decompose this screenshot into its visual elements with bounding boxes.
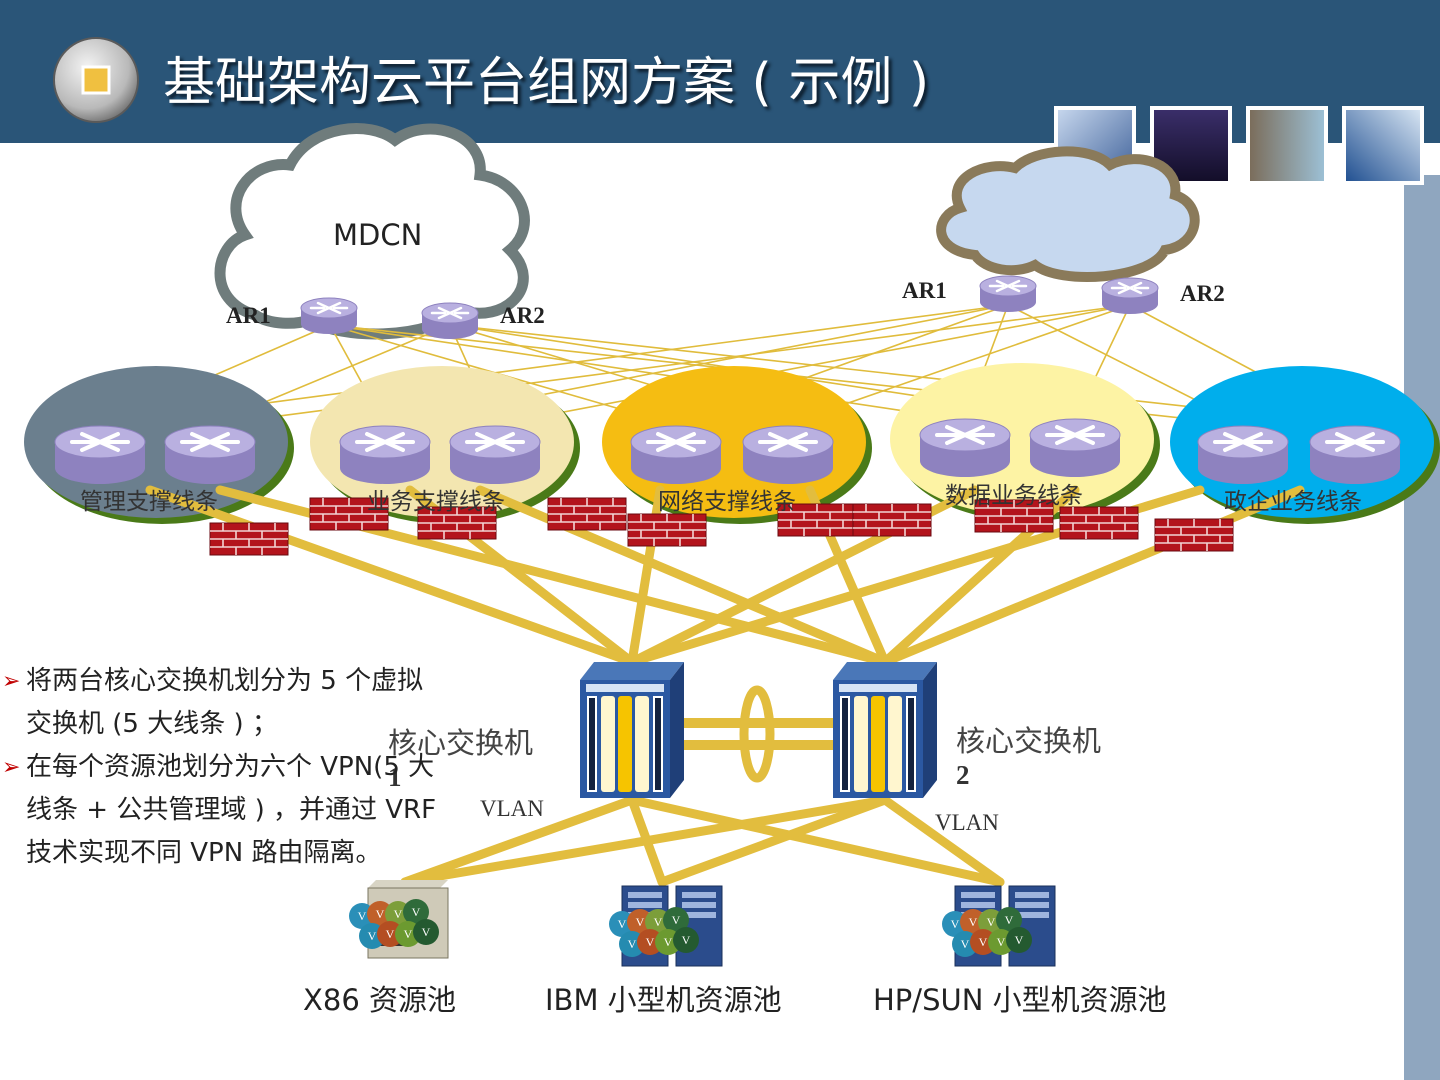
- core-switch-1-number: 1: [388, 762, 402, 792]
- firewall-icon: [852, 503, 932, 537]
- note-line: 线条 + 公共管理域 ) ，并通过 VRF: [26, 795, 437, 825]
- core-stack-link: [684, 685, 834, 783]
- ar1-label: AR1: [226, 303, 271, 328]
- core-switch-1-icon: [580, 662, 684, 798]
- pool-label-ibm: IBM 小型机资源池: [545, 983, 782, 1017]
- ar1-label: AR1: [902, 278, 947, 303]
- page-title: 基础架构云平台组网方案 ( 示例 ): [163, 53, 930, 113]
- firewall-icon: [1154, 518, 1234, 552]
- bus-router-icon: [338, 424, 432, 486]
- ar2-router-icon: [1100, 276, 1160, 316]
- core-switch-2-icon: [833, 662, 937, 798]
- external-cloud: [936, 146, 1200, 282]
- bus-router-icon: [1028, 417, 1122, 479]
- core-switch-2-label: 核心交换机: [956, 724, 1102, 758]
- bus-label-data: 数据业务线条: [945, 483, 1083, 509]
- side-accent-bar: [1404, 175, 1440, 1080]
- arrow-bullet-icon: ➢: [2, 755, 21, 780]
- bus-label-management: 管理支撑线条: [80, 489, 218, 515]
- bus-label-network: 网络支撑线条: [658, 489, 796, 515]
- core-switch-2-number: 2: [956, 760, 970, 790]
- notes-list: ➢ 将两台核心交换机划分为 5 个虚拟 交换机 (5 大线条 ) ； ➢ 在每个…: [0, 660, 470, 875]
- note-line: 在每个资源池划分为六个 VPN(5 大: [26, 752, 435, 782]
- bus-label-enterprise: 政企业务线条: [1224, 489, 1362, 515]
- ar2-label: AR2: [500, 303, 545, 328]
- bus-zone-data: [890, 363, 1160, 521]
- firewall-icon: [627, 513, 707, 547]
- ar1-router-icon: [978, 274, 1038, 314]
- bus-router-icon: [448, 424, 542, 486]
- header-photo-strip: [1054, 106, 1424, 185]
- vlan-label: VLAN: [480, 796, 544, 821]
- logo-icon: [53, 37, 139, 123]
- firewall-icon: [547, 497, 627, 531]
- note-line: 将两台核心交换机划分为 5 个虚拟: [26, 666, 424, 696]
- pool-label-x86: X86 资源池: [303, 983, 456, 1017]
- x86-pool-icon: [349, 880, 449, 959]
- core-switch-1-label: 核心交换机: [388, 726, 534, 760]
- cloud-label-mdcn: MDCN: [333, 218, 423, 252]
- ar1-router-icon: [299, 296, 359, 336]
- bus-router-icon: [1196, 424, 1290, 486]
- downlink-links: [400, 795, 1005, 887]
- bus-router-icon: [163, 424, 257, 486]
- firewall-icon: [209, 522, 289, 556]
- firewall-icon: [1059, 506, 1139, 540]
- pool-label-hpsun: HP/SUN 小型机资源池: [873, 983, 1167, 1017]
- bus-router-icon: [741, 424, 835, 486]
- note-line: 技术实现不同 VPN 路由隔离。: [26, 838, 382, 868]
- vlan-label: VLAN: [935, 810, 999, 835]
- ar2-router-icon: [420, 301, 480, 341]
- ar2-label: AR2: [1180, 281, 1225, 306]
- ibm-pool-icon: [609, 885, 723, 967]
- hpsun-pool-icon: [942, 885, 1056, 967]
- bus-router-icon: [1308, 424, 1402, 486]
- bus-router-icon: [629, 424, 723, 486]
- bus-router-icon: [53, 424, 147, 486]
- bus-router-icon: [918, 417, 1012, 479]
- bus-label-business: 业务支撑线条: [367, 489, 505, 515]
- arrow-bullet-icon: ➢: [2, 669, 21, 694]
- note-item: ➢ 在每个资源池划分为六个 VPN(5 大 线条 + 公共管理域 ) ，并通过 …: [0, 746, 470, 875]
- note-item: ➢ 将两台核心交换机划分为 5 个虚拟 交换机 (5 大线条 ) ；: [0, 660, 470, 746]
- note-line: 交换机 (5 大线条 ) ；: [26, 709, 278, 739]
